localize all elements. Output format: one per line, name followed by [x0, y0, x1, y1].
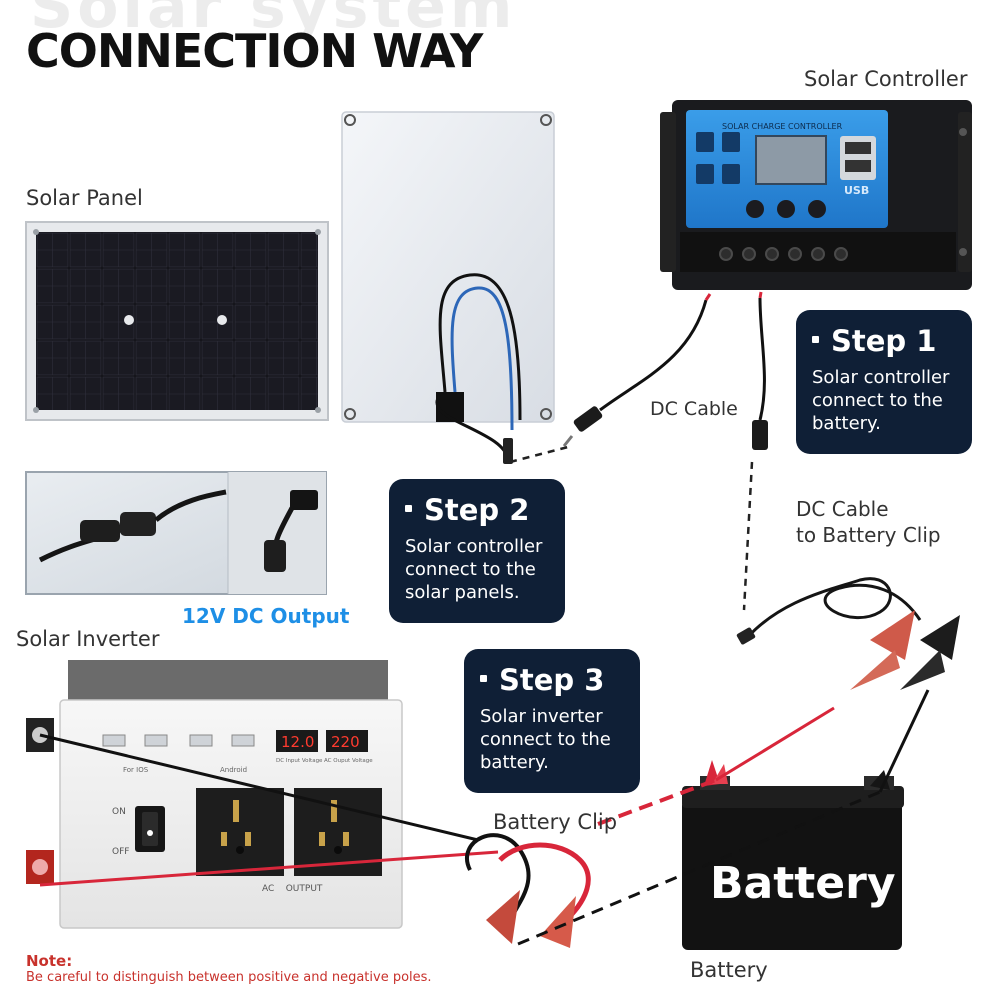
- step-3-line-2: connect to the: [480, 729, 611, 750]
- step-3-box: Step 3 Solar inverter connect to the bat…: [464, 649, 640, 793]
- label-solar-panel: Solar Panel: [26, 186, 143, 210]
- bullet-icon: [405, 504, 412, 512]
- dc-output-photo: [25, 471, 327, 595]
- label-solar-inverter: Solar Inverter: [16, 627, 160, 651]
- inverter-output-display: 220: [331, 733, 360, 751]
- step-2-title-text: Step 2: [424, 493, 530, 527]
- battery-clip-cable-image: [736, 577, 960, 690]
- step-1-box: Step 1 Solar controller connect to the b…: [796, 310, 972, 454]
- step-3-line-3: battery.: [480, 752, 549, 773]
- inverter-input-caption: DC Input Voltage: [276, 758, 323, 764]
- inverter-switch-on-label: ON: [112, 807, 126, 817]
- label-dc-cable-battery-clip-line1: DC Cable: [796, 497, 889, 521]
- battery-clip-image: [465, 833, 591, 948]
- step-1-title-text: Step 1: [831, 324, 937, 358]
- inverter-switch-off-label: OFF: [112, 847, 129, 857]
- label-dc-cable-battery-clip: DC Cable to Battery Clip: [796, 496, 941, 548]
- step-2-box: Step 2 Solar controller connect to the s…: [389, 479, 565, 623]
- note-title: Note:: [26, 952, 73, 970]
- bullet-icon: [812, 335, 819, 343]
- controller-face-title: SOLAR CHARGE CONTROLLER: [722, 122, 843, 131]
- inverter-input-display: 12.0: [281, 733, 314, 751]
- dc-cable-image: [562, 291, 768, 450]
- watermark-text: Solar system: [30, 0, 517, 42]
- inverter-output-caption: AC Ouput Voltage: [324, 758, 373, 764]
- step-3-line-1: Solar inverter: [480, 706, 603, 727]
- label-solar-controller: Solar Controller: [804, 67, 968, 91]
- solar-inverter-image: For IOS Android 12.0 220 DC Input Voltag…: [26, 660, 403, 929]
- inverter-ac-output-label: AC OUTPUT: [262, 884, 323, 894]
- inverter-usb-android-caption: Android: [220, 766, 247, 774]
- step-1-line-3: battery.: [812, 413, 881, 434]
- label-dc-output: 12V DC Output: [182, 604, 350, 628]
- page-title: CONNECTION WAY: [26, 24, 483, 78]
- step-3-title-text: Step 3: [499, 663, 605, 697]
- inverter-usb-ios-caption: For IOS: [123, 766, 149, 774]
- bullet-icon: [480, 674, 487, 682]
- step-1-body: Solar controller connect to the battery.: [812, 366, 956, 435]
- battery-wires: [517, 689, 930, 946]
- step-2-line-1: Solar controller: [405, 536, 543, 557]
- note-body: Be careful to distinguish between positi…: [26, 970, 432, 985]
- label-dc-cable: DC Cable: [650, 398, 738, 420]
- solar-controller-image: SOLAR CHARGE CONTROLLER USB: [660, 100, 972, 290]
- label-dc-cable-battery-clip-line2: to Battery Clip: [796, 523, 941, 547]
- step-1-line-2: connect to the: [812, 390, 943, 411]
- battery-label-on-case: Battery: [710, 858, 896, 909]
- step-3-body: Solar inverter connect to the battery.: [480, 705, 624, 774]
- label-battery-clip: Battery Clip: [493, 810, 618, 834]
- step-2-body: Solar controller connect to the solar pa…: [405, 535, 549, 604]
- flexible-panel-image: [341, 111, 555, 464]
- controller-usb-label: USB: [844, 184, 869, 197]
- step-3-title: Step 3: [480, 663, 624, 697]
- step-1-line-1: Solar controller: [812, 367, 950, 388]
- step-2-line-2: connect to the: [405, 559, 536, 580]
- label-battery: Battery: [690, 958, 768, 982]
- solar-panel-image: [25, 221, 329, 421]
- battery-image: Battery: [682, 760, 904, 950]
- step-2-title: Step 2: [405, 493, 549, 527]
- dashed-connectors: [509, 445, 754, 611]
- step-2-line-3: solar panels.: [405, 582, 520, 603]
- inverter-wires: [39, 733, 499, 887]
- step-1-title: Step 1: [812, 324, 956, 358]
